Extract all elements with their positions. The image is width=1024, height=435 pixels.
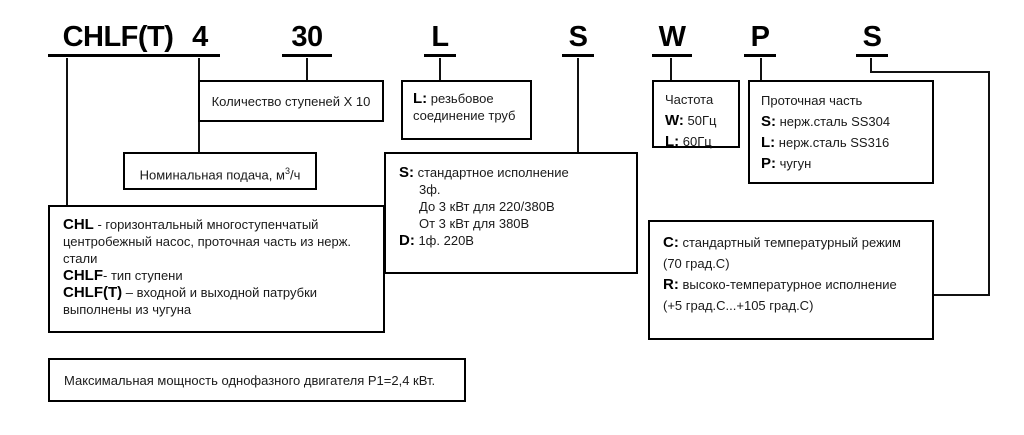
wet-end-s-text: нерж.сталь SS304 (779, 114, 891, 129)
pump-type-chlft-text: – входной и выходной патрубки (125, 285, 318, 300)
voltage-s-text: стандартное исполнение (417, 165, 569, 180)
voltage-code-s: S: (399, 164, 414, 181)
pump-type-chlft-line2: выполнены из чугуна (63, 302, 192, 317)
pump-type-code-chlf: CHLF (63, 267, 103, 284)
temperature-code-c: C: (663, 234, 679, 251)
box-pump-type: CHL - горизонтальный многоступенчатый це… (48, 205, 385, 333)
token-p: P (744, 22, 776, 57)
box-temperature: C: стандартный температурный режим (70 г… (648, 220, 934, 340)
voltage-code-d: D: (399, 232, 415, 249)
wet-end-title: Проточная часть (761, 93, 863, 108)
wet-end-code-l: L: (761, 134, 776, 151)
voltage-s-line3: До 3 кВт для 220/380В (419, 199, 555, 214)
connector-s2-seg1 (870, 58, 872, 72)
box-wet-end: Проточная часть S: нерж.сталь SS304 L: н… (748, 80, 934, 184)
box-frequency: Частота W: 50Гц L: 60Гц (652, 80, 740, 150)
flow-rate-text: Номинальная подача, м (139, 167, 285, 183)
token-4: 4 (180, 22, 220, 57)
pump-type-code-chlft: CHLF(T) (63, 284, 123, 301)
temperature-c-line2: (70 град.С) (663, 256, 730, 271)
temperature-r-line2: (+5 град.С...+105 град.С) (663, 298, 814, 313)
frequency-l-text: 60Гц (682, 134, 712, 149)
flow-rate-superscript: 3 (284, 166, 290, 176)
max-power-text: Максимальная мощность однофазного двигат… (64, 373, 436, 388)
frequency-code-w: W: (665, 112, 684, 129)
token-s2: S (856, 22, 888, 57)
voltage-d-text: 1ф. 220В (418, 233, 474, 248)
connector-s2-seg3 (988, 71, 990, 295)
token-chlft: CHLF(T) (48, 22, 188, 57)
pipe-connection-text: резьбовое (430, 91, 494, 106)
frequency-w-text: 50Гц (687, 113, 717, 128)
pump-type-chl-line2: центробежный насос, проточная часть из н… (63, 234, 352, 249)
token-w: W (652, 22, 692, 57)
connector-w (670, 58, 672, 80)
pump-type-chlf-text: - тип ступени (103, 268, 183, 283)
frequency-code-l: L: (665, 133, 680, 150)
frequency-title: Частота (665, 92, 714, 107)
box-pipe-connection: L: резьбовое соединение труб (401, 80, 532, 140)
box-voltage: S: стандартное исполнение 3ф. До 3 кВт д… (384, 152, 638, 274)
wet-end-l-text: нерж.сталь SS316 (778, 135, 890, 150)
token-l: L (424, 22, 456, 57)
wet-end-code-s: S: (761, 113, 776, 130)
box-max-power: Максимальная мощность однофазного двигат… (48, 358, 466, 402)
wet-end-code-p: P: (761, 155, 776, 172)
connector-s2-seg2 (870, 71, 989, 73)
pipe-connection-line2: соединение труб (413, 108, 516, 123)
temperature-r-text: высоко-температурное исполнение (682, 277, 897, 292)
voltage-s-line2: 3ф. (419, 182, 441, 197)
box-flow-rate: Номинальная подача, м3/ч (123, 152, 317, 190)
token-s1: S (562, 22, 594, 57)
connector-l (439, 58, 441, 80)
temperature-c-text: стандартный температурный режим (682, 235, 901, 250)
pipe-connection-code: L: (413, 90, 428, 107)
connector-30 (306, 58, 308, 80)
temperature-code-r: R: (663, 276, 679, 293)
token-30: 30 (282, 22, 332, 57)
wet-end-p-text: чугун (779, 156, 812, 171)
pump-type-code-chl: CHL (63, 216, 94, 233)
box-stages: Количество ступеней Х 10 (198, 80, 384, 122)
connector-p (760, 58, 762, 80)
voltage-s-line4: От 3 кВт для 380В (419, 216, 530, 231)
connector-s2-seg4 (934, 294, 990, 296)
stages-text: Количество ступеней Х 10 (211, 94, 371, 109)
pump-type-chl-line3: стали (63, 251, 98, 266)
connector-s1 (577, 58, 579, 153)
pump-type-chl-text: - горизонтальный многоступенчатый (97, 217, 319, 232)
connector-chlft (66, 58, 68, 206)
flow-rate-unit: /ч (289, 167, 301, 183)
